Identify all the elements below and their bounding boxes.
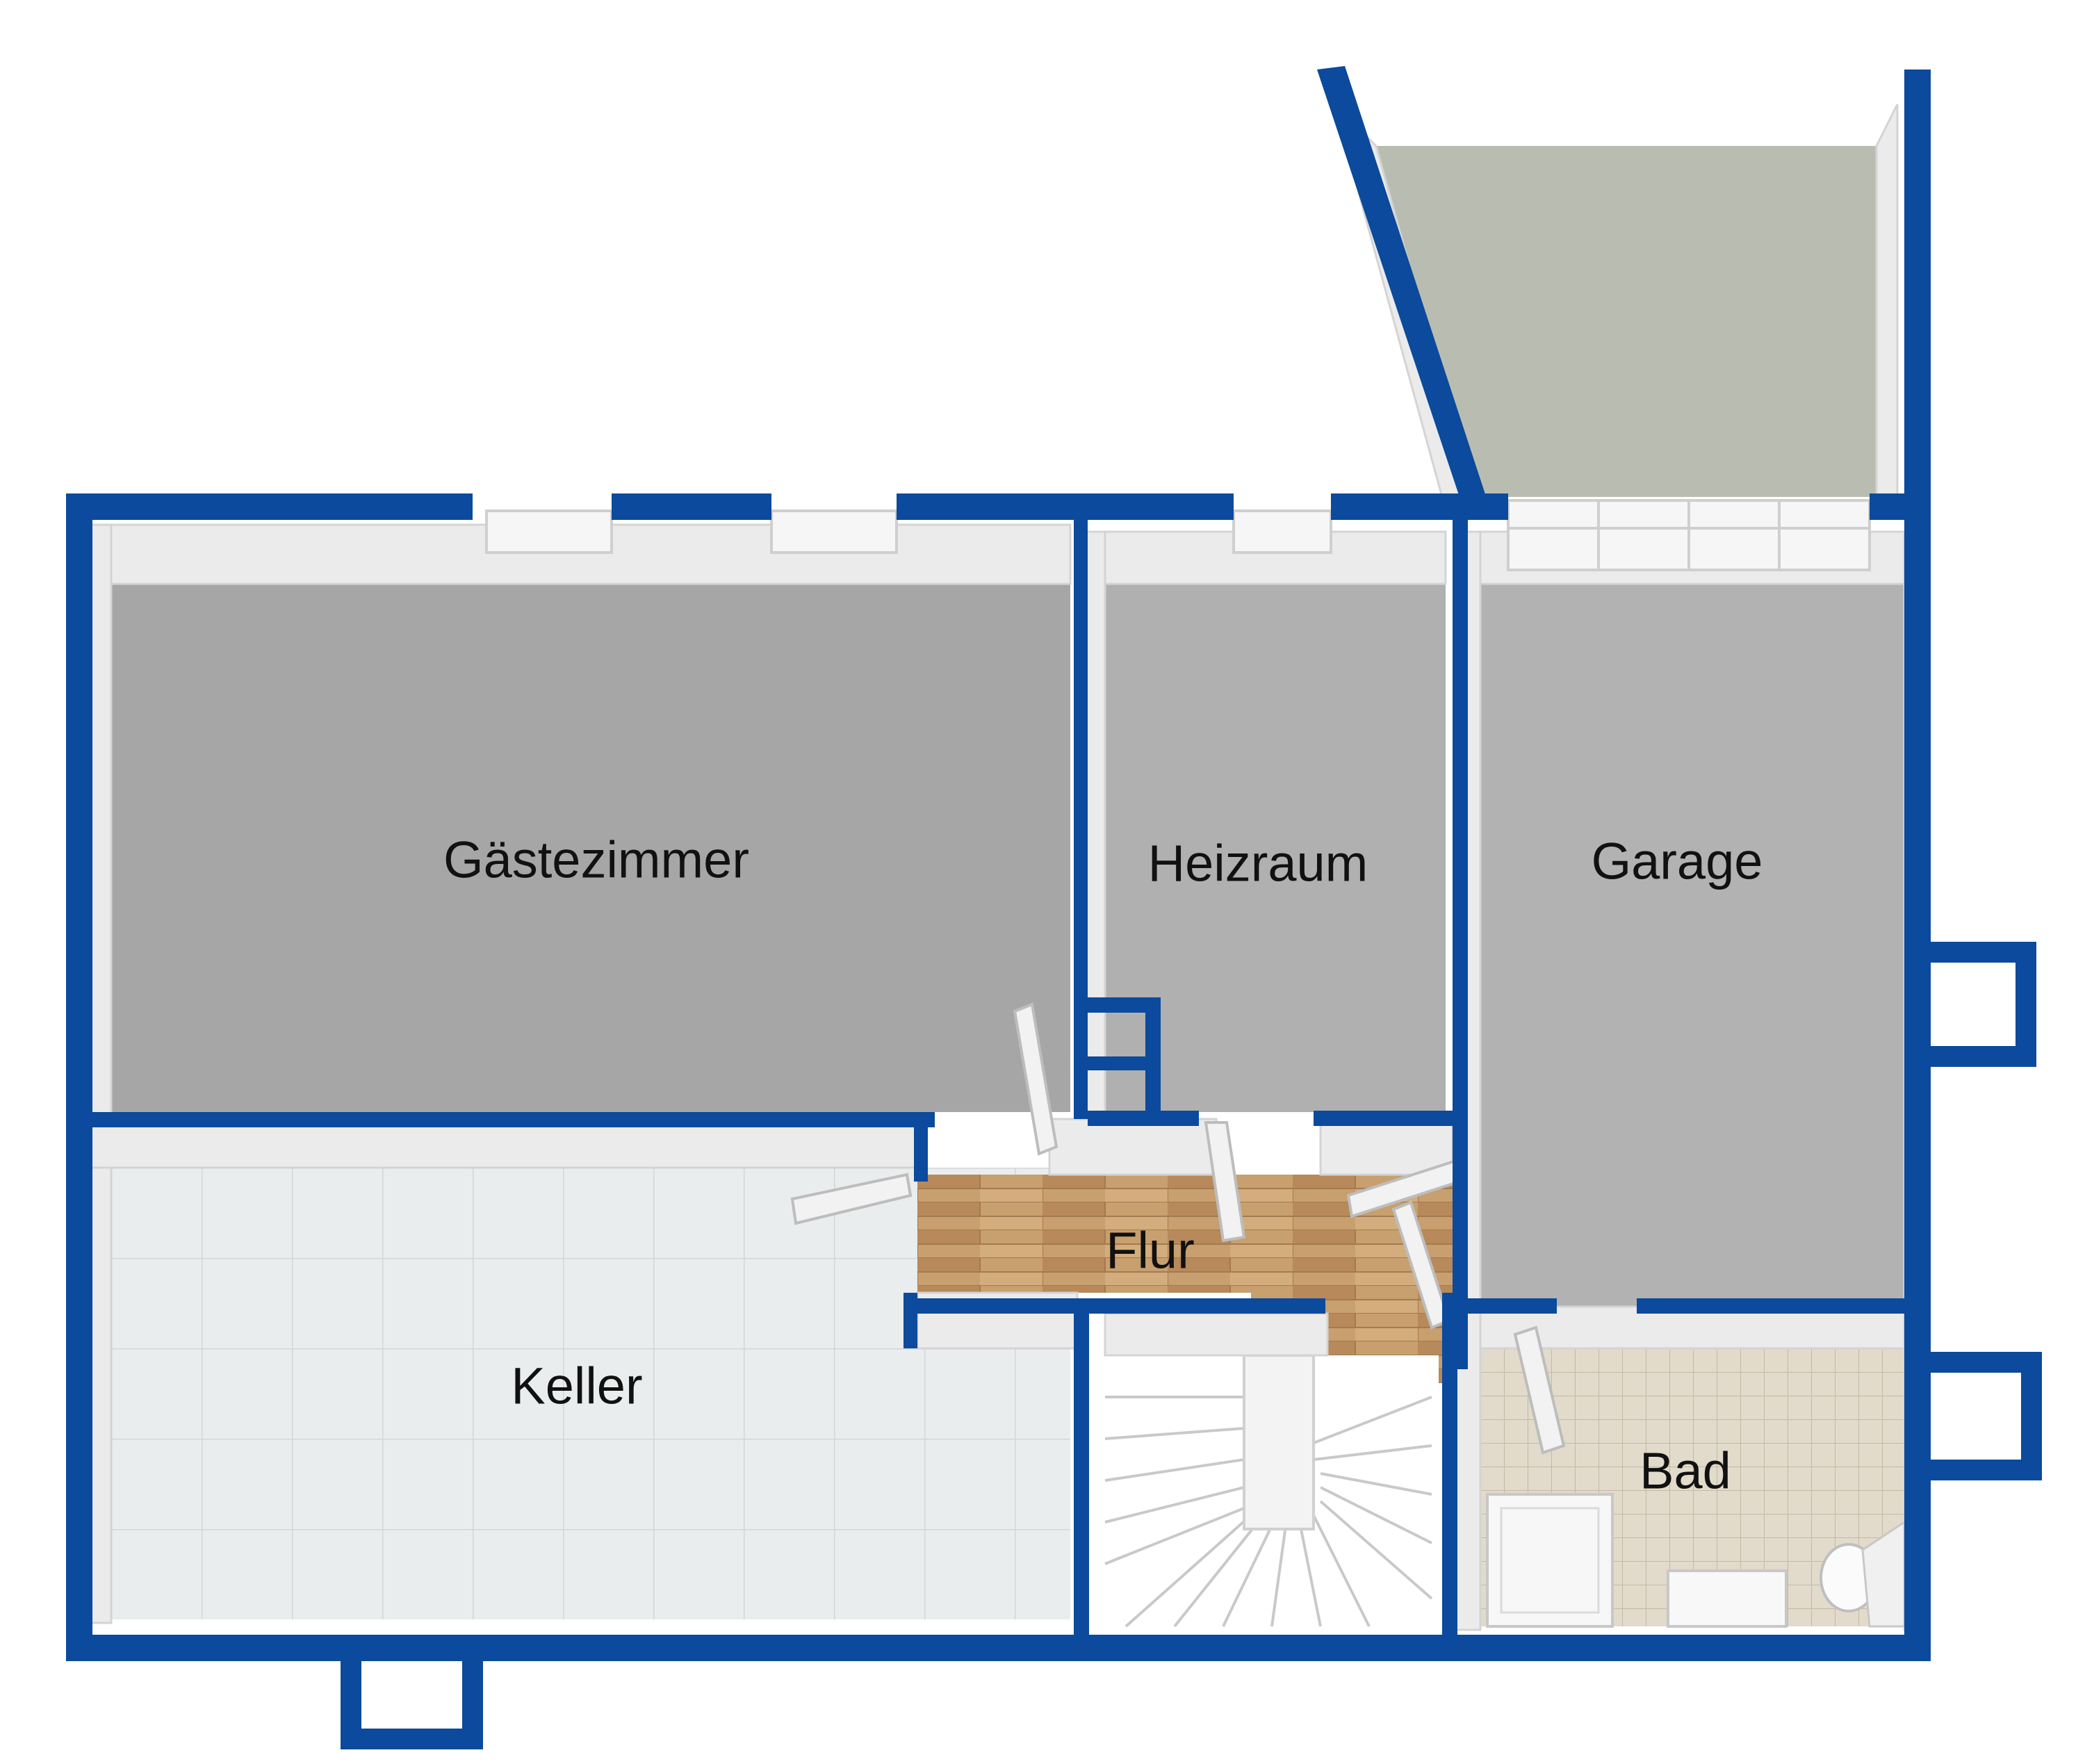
door-gaestezimmer — [1013, 1002, 1058, 1156]
doors — [790, 1002, 1566, 1455]
heizraum-floor — [1105, 584, 1446, 1112]
window-3 — [1232, 509, 1332, 554]
label-garage: Garage — [1592, 833, 1763, 890]
door-bad — [1513, 1325, 1566, 1455]
staircase — [1104, 1354, 1433, 1628]
shower — [1486, 1493, 1614, 1628]
door-keller — [790, 1173, 913, 1225]
walls — [66, 66, 2042, 1749]
bath-fixtures — [1486, 1493, 1906, 1628]
label-keller: Keller — [511, 1357, 642, 1415]
vanity — [1667, 1569, 1788, 1628]
label-gaestezimmer: Gästezimmer — [443, 831, 749, 889]
window-2 — [770, 509, 898, 554]
garage-floor — [1480, 584, 1904, 1334]
room-labels: Gästezimmer Heizraum Garage Flur Keller … — [443, 831, 1763, 1500]
keller-floor — [111, 1168, 1070, 1619]
door-heizraum — [1204, 1121, 1246, 1243]
windows — [485, 499, 1871, 571]
label-bad: Bad — [1640, 1442, 1731, 1500]
gaestezimmer-floor — [111, 584, 1070, 1112]
window-1 — [485, 509, 613, 554]
terrace-floor — [1376, 146, 1876, 497]
label-flur: Flur — [1106, 1222, 1194, 1280]
label-heizraum: Heizraum — [1148, 835, 1368, 892]
